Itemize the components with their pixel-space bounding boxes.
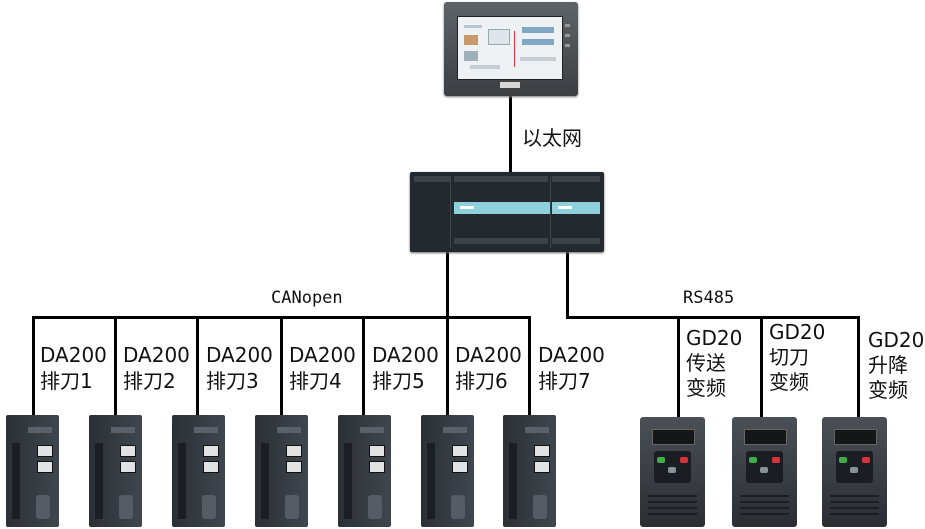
invt-logo [558,206,572,209]
frequency-inverter [640,417,705,527]
drive-drop [280,316,283,416]
inverter-role-label: 传送 [686,351,726,375]
inverter-model-label: GD20 [868,328,925,352]
ethernet-wire [509,96,512,173]
drive-drop [528,316,531,416]
drive-role-label: 排刀6 [455,369,508,393]
drive-role-label: 排刀1 [40,369,93,393]
invt-logo [500,82,520,88]
drive-drop [114,316,117,416]
drive-model-label: DA200 [455,343,522,367]
plc-device [410,172,604,252]
hmi-screen [457,16,563,80]
drive-model-label: DA200 [538,343,605,367]
drive-model-label: DA200 [289,343,356,367]
servo-drive [172,415,225,527]
drive-model-label: DA200 [206,343,273,367]
inverter-role-label: 切刀 [769,345,809,369]
rs485-label: RS485 [683,288,735,308]
invt-logo [460,206,474,209]
drive-role-label: 排刀2 [123,369,176,393]
servo-drive [6,415,59,527]
servo-drive [338,415,391,527]
canopen-label: CANopen [271,288,343,308]
drive-model-label: DA200 [372,343,439,367]
rs485-bus [566,316,860,319]
drive-drop [196,316,199,416]
servo-drive [503,415,556,527]
rs485-riser [566,252,569,319]
inverter-drop [857,316,860,418]
ethernet-label: 以太网 [522,126,582,150]
servo-drive [89,415,142,527]
drive-role-label: 排刀7 [538,369,591,393]
inverter-role-label: 变频 [868,378,908,402]
servo-drive [421,415,474,527]
inverter-model-label: GD20 [686,326,743,350]
inverter-drop [677,316,680,418]
frequency-inverter [732,417,797,527]
drive-role-label: 排刀4 [289,369,342,393]
inverter-drop [760,316,763,418]
drive-model-label: DA200 [123,343,190,367]
drive-role-label: 排刀5 [372,369,425,393]
drive-drop [32,316,35,416]
drive-role-label: 排刀3 [206,369,259,393]
inverter-role-label: 变频 [686,376,726,400]
hmi-device [444,2,578,96]
inverter-role-label: 变频 [769,370,809,394]
servo-drive [255,415,308,527]
drive-drop [362,316,365,416]
drive-model-label: DA200 [40,343,107,367]
canopen-riser [446,252,449,319]
inverter-model-label: GD20 [769,320,826,344]
inverter-role-label: 升降 [868,353,908,377]
drive-drop [446,316,449,416]
frequency-inverter [822,417,887,527]
